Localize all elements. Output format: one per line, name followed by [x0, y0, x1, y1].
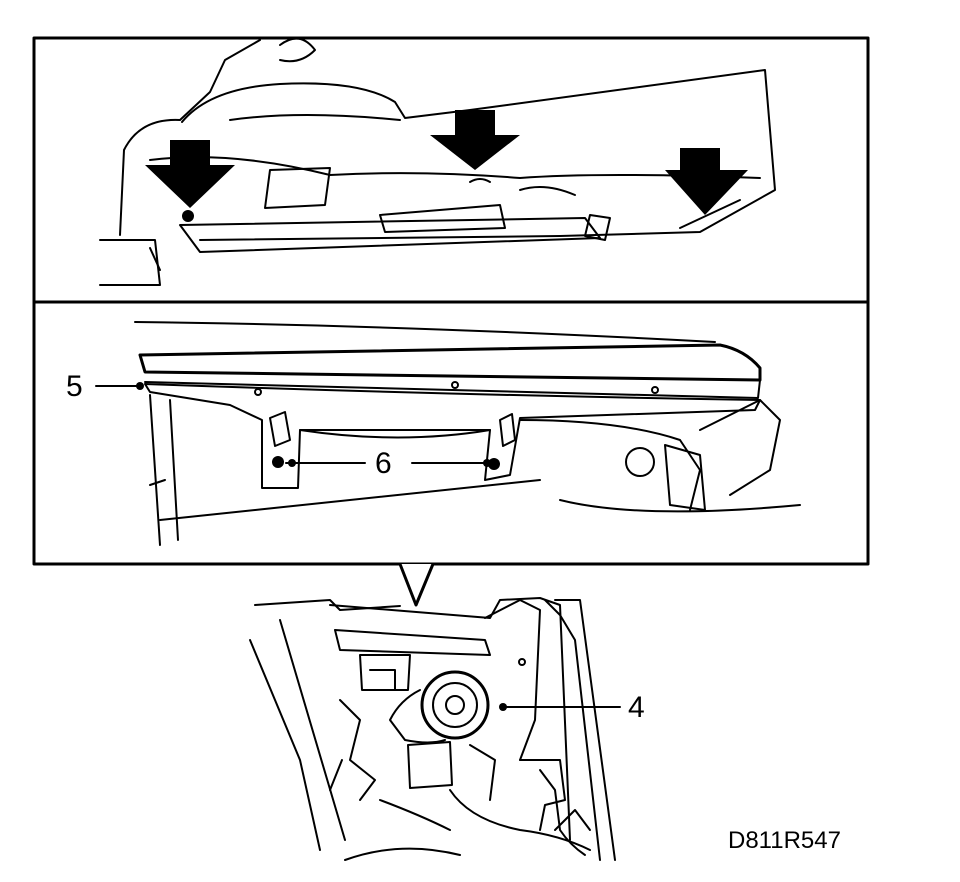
overview-drawing: [249, 597, 616, 861]
clip-arrow-right-icon: [665, 148, 748, 215]
leader-dot-6-right: [483, 459, 491, 467]
wiper-motor: [389, 670, 490, 744]
leader-dot-5: [136, 382, 144, 390]
panel-pointer-wedge: [398, 562, 435, 607]
callout-label-5: 5: [66, 370, 83, 403]
clip-arrow-left-icon: [145, 140, 235, 208]
clip-arrow-center-icon: [430, 110, 520, 170]
callout-label-4: 4: [628, 691, 645, 724]
callout-label-6: 6: [375, 447, 392, 480]
leader-dot-4: [499, 703, 507, 711]
figure-code: D811R547: [728, 827, 841, 854]
middle-detail-panel: [32, 300, 870, 566]
leader-dot-6-left: [288, 459, 296, 467]
top-detail-panel: [32, 36, 870, 304]
